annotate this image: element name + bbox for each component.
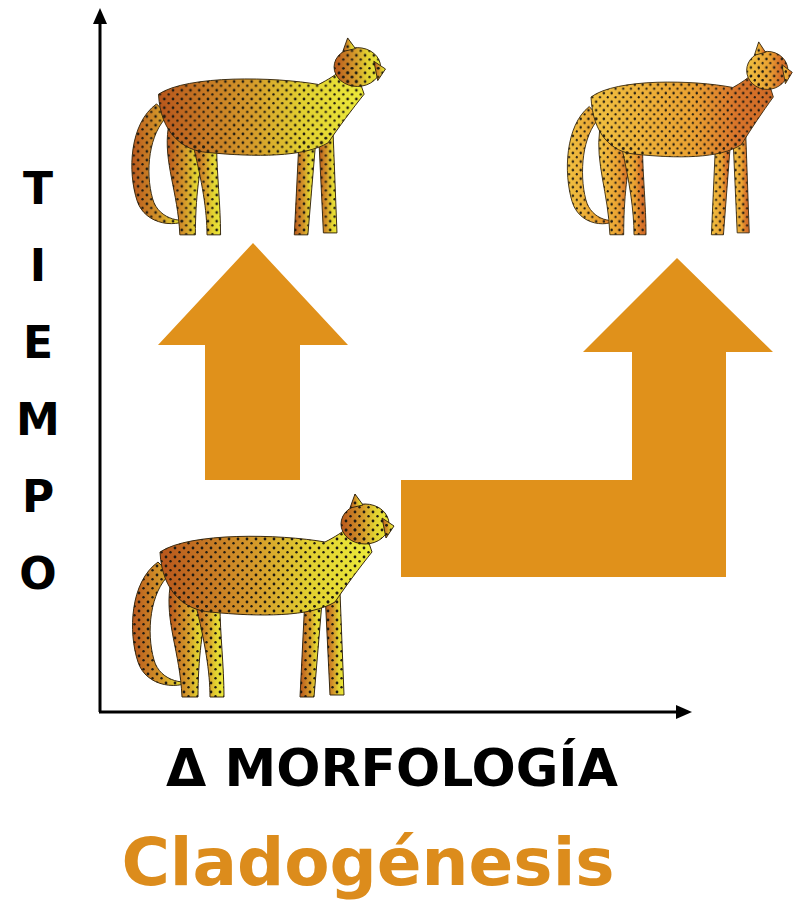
evolution-arrows <box>158 243 773 577</box>
caption: Cladogénesis <box>68 824 668 901</box>
axis-label: Δ MORFOLOGÍA <box>92 738 692 798</box>
axis-label: TIEMPO <box>16 150 60 612</box>
ancestral-cheetah <box>133 494 394 697</box>
new-species-cheetah <box>567 42 792 235</box>
unchanged-cheetah <box>132 38 386 235</box>
